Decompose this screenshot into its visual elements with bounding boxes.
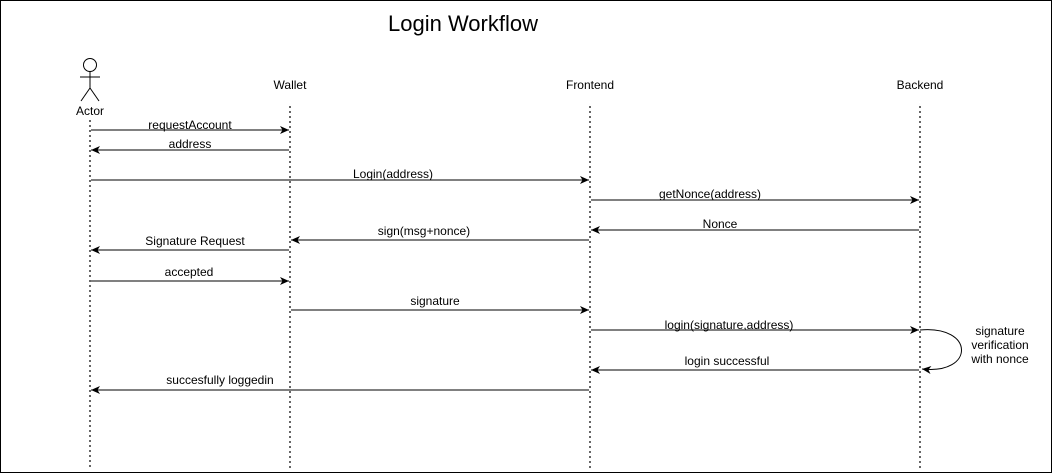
- note-line-2: verification: [971, 338, 1028, 352]
- message-label-successfully-loggedin: succesfully loggedin: [166, 373, 273, 387]
- message-label-signature: signature: [410, 294, 460, 308]
- message-label-request-account: requestAccount: [148, 118, 232, 132]
- participant-wallet-label: Wallet: [274, 78, 308, 92]
- message-label-accepted: accepted: [165, 265, 214, 279]
- participant-frontend-label: Frontend: [566, 78, 614, 92]
- participant-actor-label: Actor: [76, 104, 104, 118]
- message-label-nonce: Nonce: [703, 217, 738, 231]
- message-label-login-signature: login(signature,address): [665, 318, 794, 332]
- message-label-sign: sign(msg+nonce): [378, 224, 470, 238]
- note-line-1: signature: [975, 324, 1025, 338]
- diagram-title: Login Workflow: [388, 11, 538, 36]
- message-label-get-nonce: getNonce(address): [659, 187, 761, 201]
- message-label-signature-request: Signature Request: [145, 234, 245, 248]
- actor-icon: [80, 58, 100, 102]
- message-label-address: address: [169, 137, 212, 151]
- self-loop-arrow-verification: [919, 329, 962, 374]
- message-label-login-successful: login successful: [685, 354, 770, 368]
- message-label-login-address: Login(address): [353, 167, 433, 181]
- participant-backend-label: Backend: [897, 78, 944, 92]
- note-line-3: with nonce: [970, 352, 1029, 366]
